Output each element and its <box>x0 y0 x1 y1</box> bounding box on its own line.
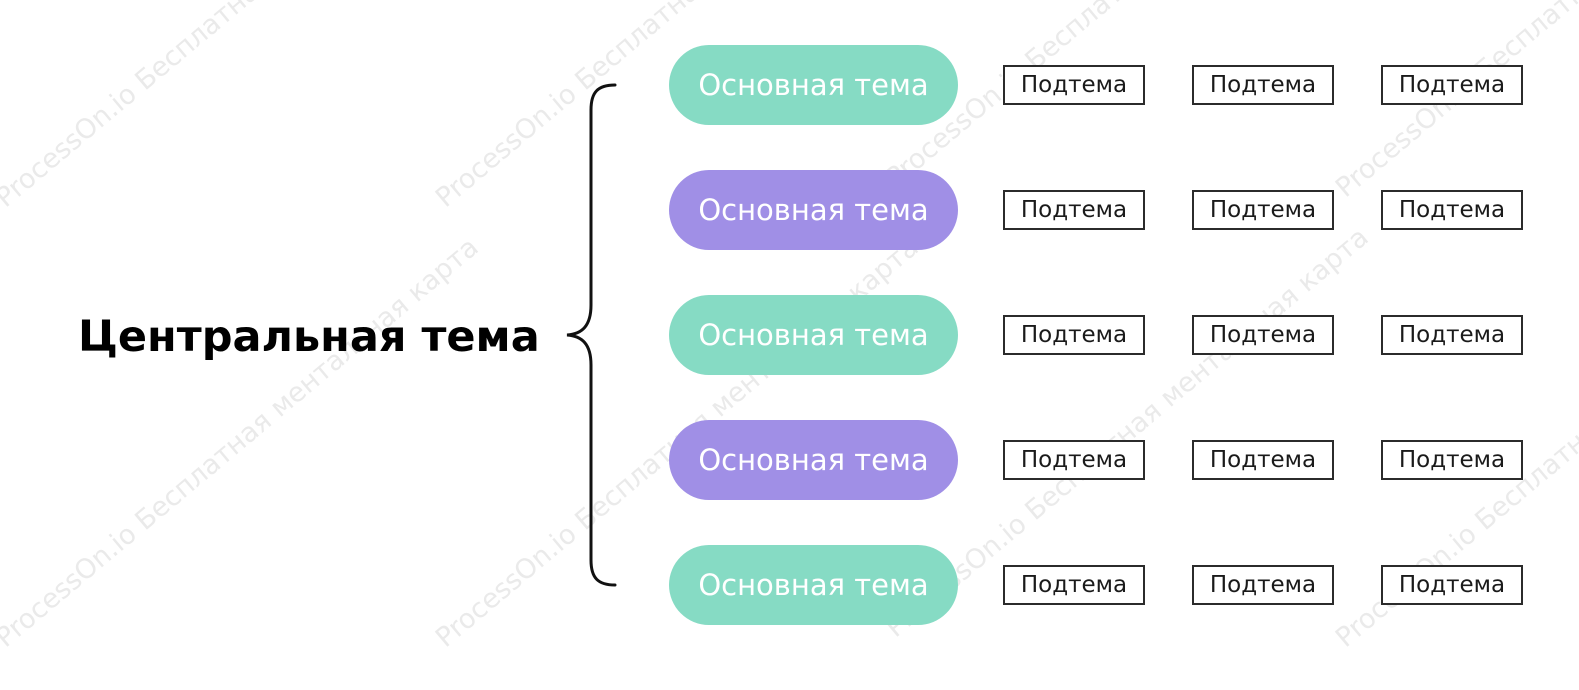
subtopic-2-2[interactable]: Подтема <box>1192 190 1334 230</box>
subtopic-3-1[interactable]: Подтема <box>1003 315 1145 355</box>
main-topic-3[interactable]: Основная тема <box>669 295 958 375</box>
subtopic-5-1[interactable]: Подтема <box>1003 565 1145 605</box>
subtopic-5-3[interactable]: Подтема <box>1381 565 1523 605</box>
subtopic-2-1[interactable]: Подтема <box>1003 190 1145 230</box>
subtopic-4-1[interactable]: Подтема <box>1003 440 1145 480</box>
subtopic-3-2[interactable]: Подтема <box>1192 315 1334 355</box>
subtopic-4-3[interactable]: Подтема <box>1381 440 1523 480</box>
subtopic-2-3[interactable]: Подтема <box>1381 190 1523 230</box>
subtopic-1-2[interactable]: Подтема <box>1192 65 1334 105</box>
main-topic-5[interactable]: Основная тема <box>669 545 958 625</box>
main-topic-1[interactable]: Основная тема <box>669 45 958 125</box>
subtopic-1-3[interactable]: Подтема <box>1381 65 1523 105</box>
brace-connector <box>566 83 617 587</box>
subtopic-4-2[interactable]: Подтема <box>1192 440 1334 480</box>
central-topic[interactable]: Центральная тема <box>78 312 540 362</box>
main-topic-2[interactable]: Основная тема <box>669 170 958 250</box>
watermark: ProcessOn.io Бесплатная ментальная карта <box>0 0 485 214</box>
subtopic-3-3[interactable]: Подтема <box>1381 315 1523 355</box>
main-topic-4[interactable]: Основная тема <box>669 420 958 500</box>
subtopic-5-2[interactable]: Подтема <box>1192 565 1334 605</box>
subtopic-1-1[interactable]: Подтема <box>1003 65 1145 105</box>
watermark: ProcessOn.io Бесплатная ментальная карта <box>0 231 485 654</box>
